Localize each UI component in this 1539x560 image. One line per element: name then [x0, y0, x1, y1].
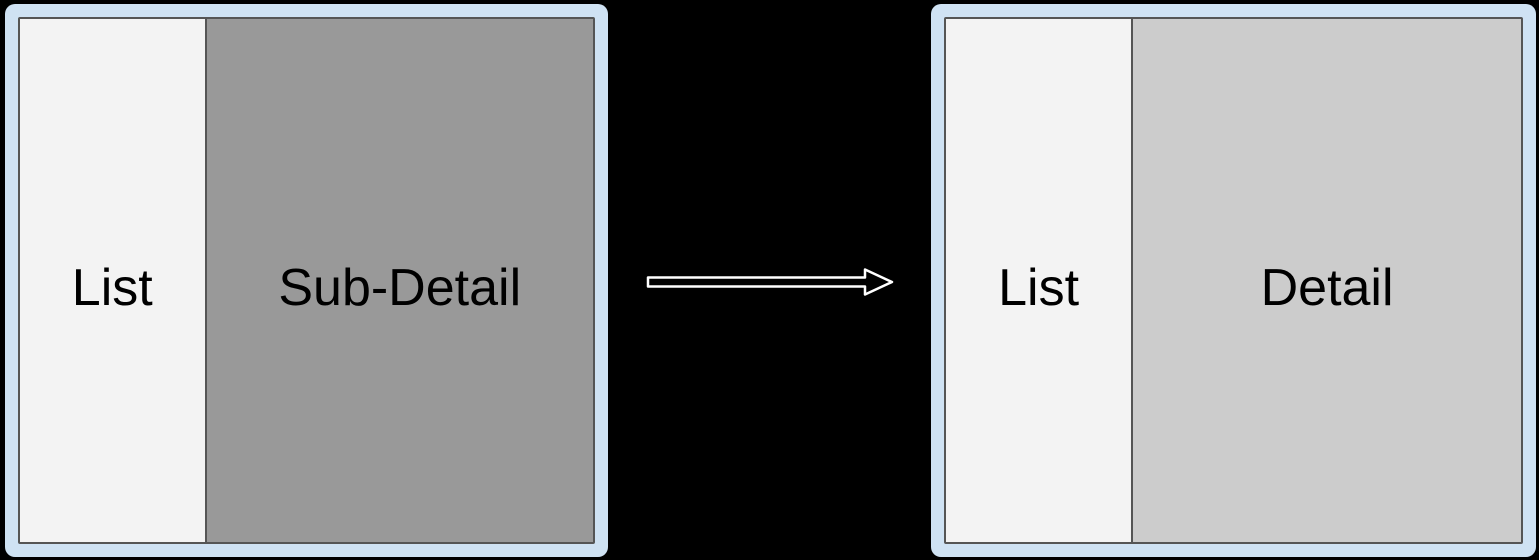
before-sub-detail-pane-label: Sub-Detail: [278, 258, 522, 317]
before-list-pane: List: [20, 19, 205, 542]
after-detail-pane: Detail: [1131, 19, 1521, 542]
after-detail-pane-label: Detail: [1260, 258, 1394, 317]
before-list-pane-label: List: [71, 258, 153, 317]
before-window-content: List Sub-Detail: [18, 17, 595, 544]
before-window-frame: List Sub-Detail: [5, 4, 608, 557]
after-window-frame: List Detail: [931, 4, 1536, 557]
arrow-right-icon: [646, 268, 894, 296]
transition-arrow: [646, 258, 898, 306]
after-list-pane: List: [946, 19, 1132, 542]
after-window-content: List Detail: [944, 17, 1523, 544]
after-list-pane-label: List: [998, 258, 1080, 317]
before-sub-detail-pane: Sub-Detail: [204, 19, 593, 542]
